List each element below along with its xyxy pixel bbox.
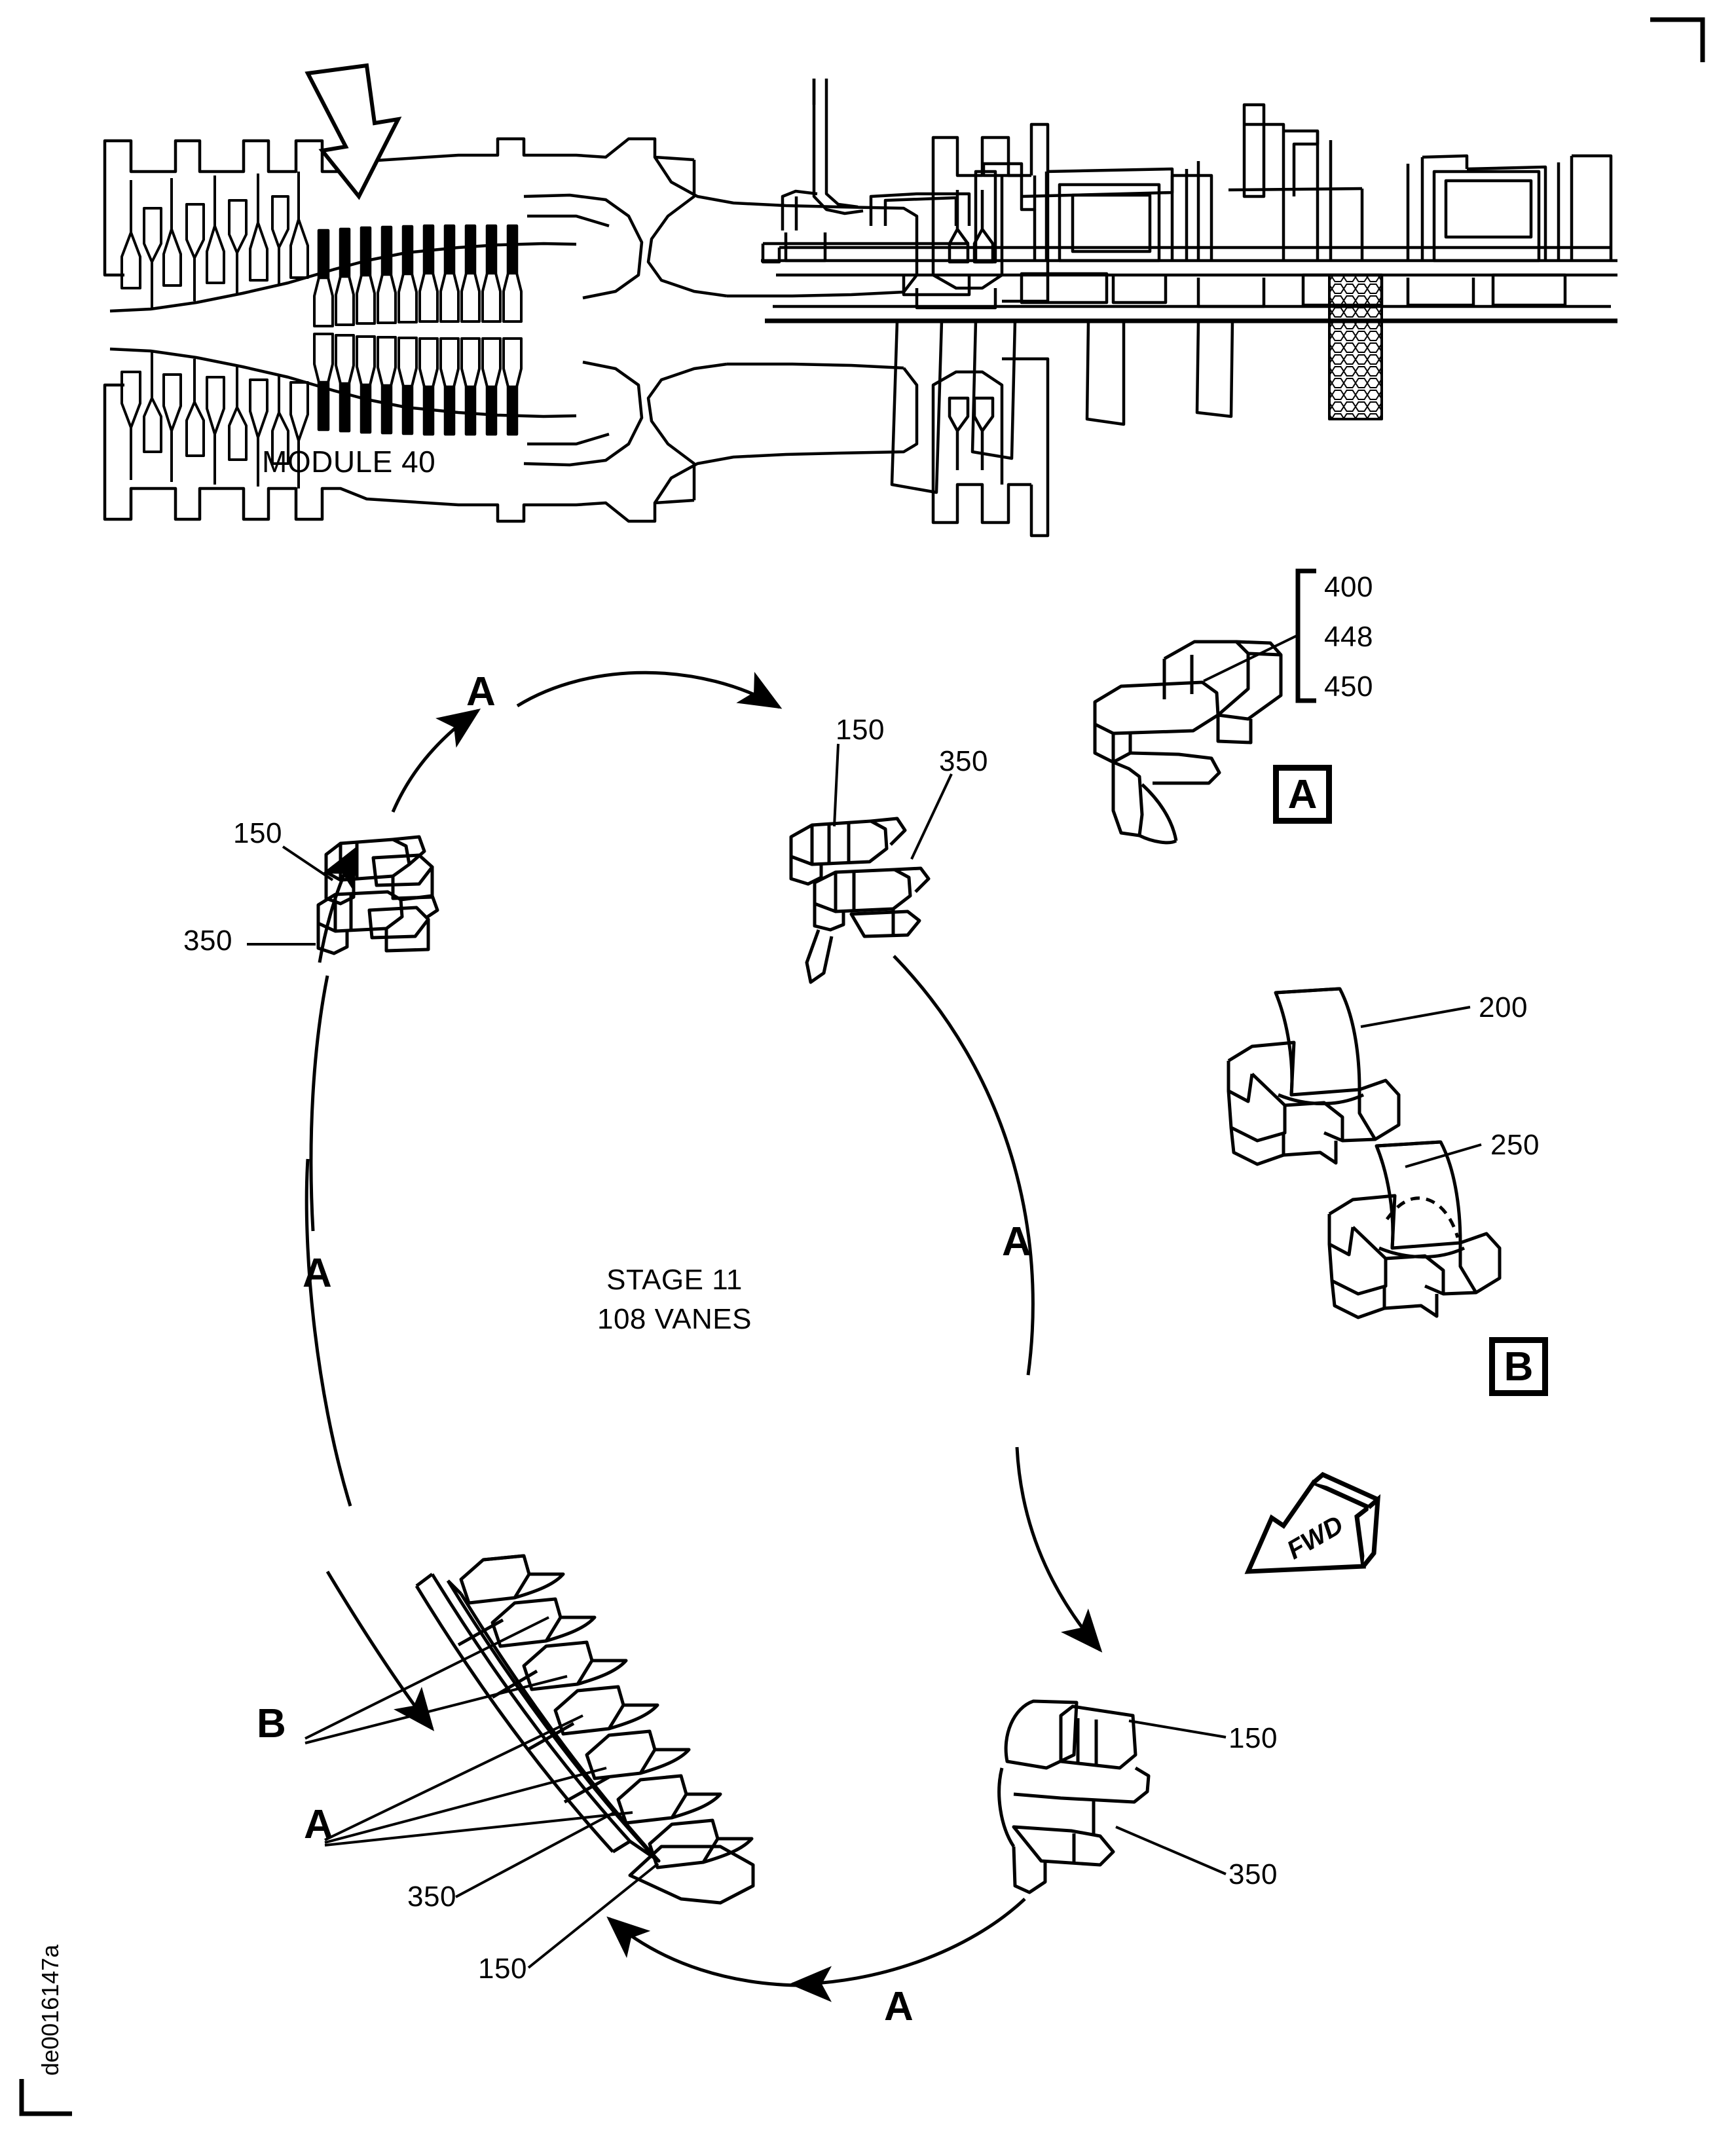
lower-right-label-350: 350 — [1228, 1858, 1278, 1890]
stage-note-line2: 108 VANES — [597, 1303, 752, 1335]
stage-note-line1: STAGE 11 — [606, 1264, 743, 1296]
corner-mark-top-right — [1650, 17, 1705, 62]
detail-a-box-callout: A — [1273, 765, 1332, 824]
lower-right-label-150: 150 — [1228, 1722, 1278, 1754]
ellipse-marker-a-top: A — [466, 669, 496, 714]
leader-lines — [247, 743, 1482, 1969]
vane-arc-segment-drawing — [415, 1554, 755, 1905]
arc-segment-callout-b: B — [257, 1701, 286, 1746]
upper-left-label-150: 150 — [233, 817, 282, 849]
upper-right-label-150: 150 — [836, 714, 885, 746]
ellipse-marker-a-right: A — [1002, 1219, 1031, 1264]
sheet-id-text: de0016147a — [37, 1944, 64, 2076]
detail-b-part-250-drawing — [1327, 1140, 1502, 1319]
lower-right-vane-pair-drawing — [997, 1699, 1151, 1894]
detail-b-box-callout: B — [1489, 1337, 1548, 1396]
stator-case-detail-drawing — [761, 79, 1617, 494]
detail-b-part-200-drawing — [1227, 987, 1401, 1166]
engine-cross-section-drawing — [103, 122, 1050, 538]
upper-right-label-350: 350 — [939, 745, 988, 777]
detail-a-number-400: 400 — [1324, 571, 1373, 603]
arc-segment-label-150: 150 — [478, 1953, 527, 1985]
fwd-arrow — [1244, 1471, 1381, 1574]
detail-a-number-448: 448 — [1324, 621, 1373, 653]
module-highlight-arrow — [305, 63, 402, 200]
ellipse-marker-a-bottom: A — [884, 1984, 914, 2029]
detail-a-part-drawing — [1093, 640, 1283, 845]
detail-a-number-450: 450 — [1324, 671, 1373, 703]
detail-b-number-200: 200 — [1479, 991, 1528, 1023]
arc-segment-label-350: 350 — [407, 1881, 456, 1913]
upper-left-label-350: 350 — [183, 925, 232, 957]
upper-left-vane-pair-drawing — [316, 835, 439, 955]
ellipse-marker-a-left: A — [303, 1251, 332, 1296]
corner-mark-bottom-left — [19, 2079, 72, 2116]
module-caption: MODULE 40 — [262, 445, 436, 479]
detail-b-number-250: 250 — [1490, 1129, 1540, 1161]
assembly-flow-ellipse — [305, 671, 1103, 2002]
detail-a-bracket — [1203, 568, 1316, 703]
arc-segment-callout-a: A — [304, 1802, 333, 1847]
upper-right-vane-pair-drawing — [789, 817, 931, 984]
